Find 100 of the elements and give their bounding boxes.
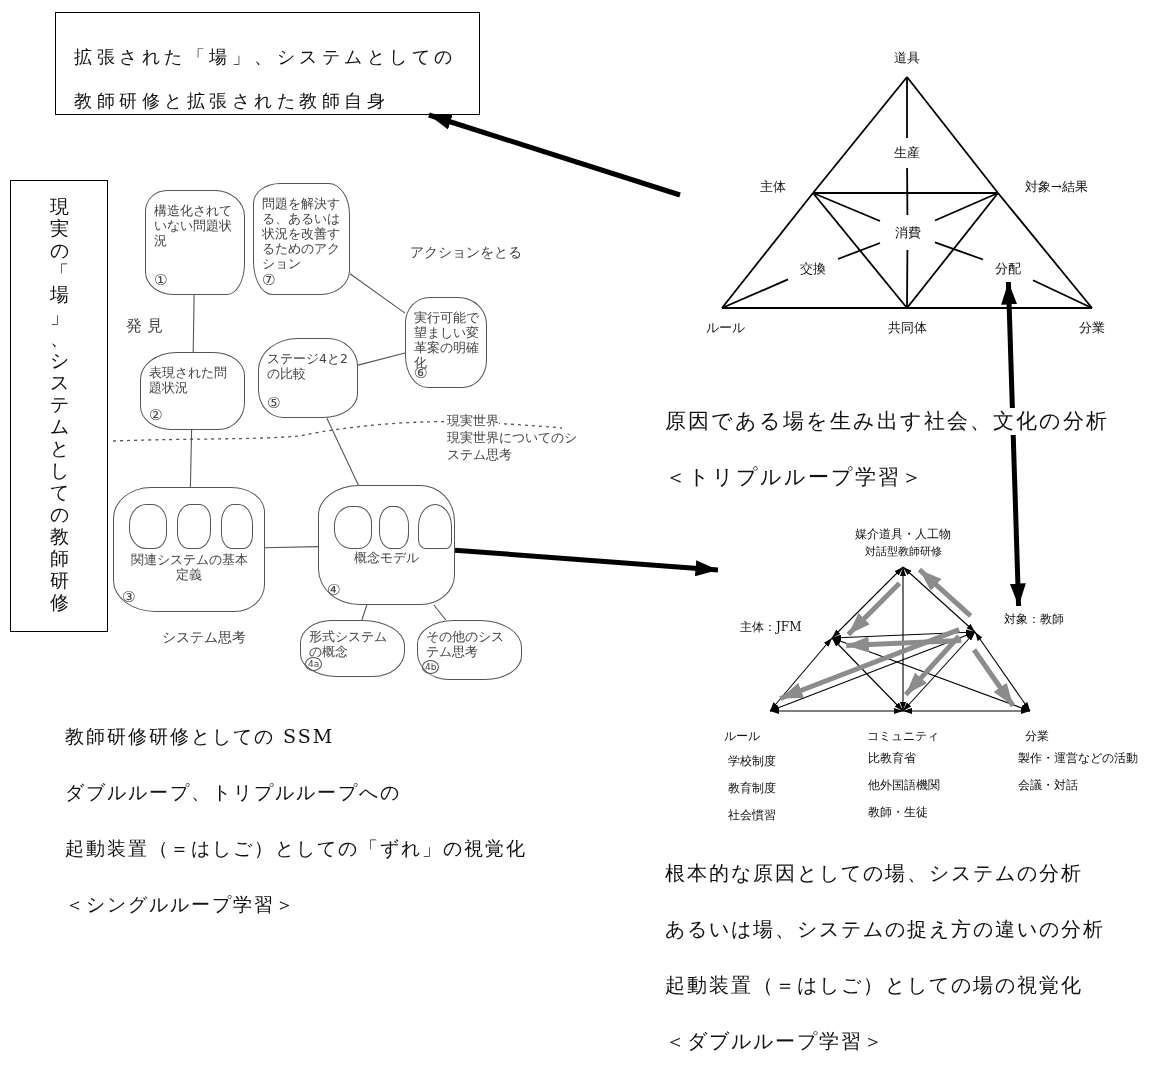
connector-line	[906, 167, 909, 216]
stage-text: 概念モデル	[353, 550, 420, 565]
stage-text: 形式システムの概念	[309, 629, 388, 659]
stage-text: その他のシステム思考	[426, 629, 505, 659]
stage-blob	[318, 485, 455, 605]
list-item: 会議・対話	[1018, 777, 1078, 794]
connector-line	[433, 604, 447, 621]
stage-text: 表現された問題状況	[149, 365, 228, 395]
sub-blob	[177, 504, 211, 549]
label-text: ダブルループ、トリプルループへの	[65, 780, 401, 805]
connector-line	[906, 76, 999, 194]
arrow	[846, 636, 962, 653]
connector-line	[997, 192, 1093, 309]
connector-line	[357, 352, 406, 366]
list-item: 教育制度	[728, 780, 776, 797]
vertex-label: 対象→結果	[1025, 179, 1088, 195]
vertex-label: 消費	[894, 224, 921, 241]
vertex-label: ルール	[705, 320, 745, 336]
stage-number: ①	[154, 271, 168, 289]
stage-number: ③	[122, 588, 136, 606]
vertex-label: 主体：JFM	[740, 619, 802, 635]
label-text: システム思考	[162, 628, 246, 647]
vertex-label: ルール	[724, 728, 760, 743]
vertex-label: 分業	[1079, 320, 1105, 336]
arrow	[971, 648, 1016, 708]
vertex-label: 対象：教師	[1004, 612, 1064, 627]
sub-blob	[334, 506, 372, 549]
stage-number: ④	[327, 581, 341, 599]
box-text: 拡張された「場」、システムとしての教師研修と拡張された教師自身	[74, 45, 458, 113]
connector-line	[326, 417, 359, 486]
list-item: 比教育省	[868, 750, 916, 767]
arrow	[902, 631, 976, 712]
connector-line	[812, 192, 908, 309]
arrow	[1001, 281, 1026, 607]
label-text: 起動装置（＝はしご）としての場の視覚化	[665, 972, 1083, 998]
stage-text: 構造化されていない問題状況	[154, 203, 233, 248]
arrow	[902, 566, 976, 633]
arrow	[769, 708, 904, 714]
label-text: 現実世界	[447, 413, 499, 430]
arrow	[831, 629, 976, 641]
stage-text: 関連システムの基本定義	[130, 552, 248, 582]
stage-blob	[300, 620, 405, 677]
connector-line	[349, 273, 406, 314]
stage-blob	[258, 338, 358, 418]
sub-blob	[379, 506, 409, 549]
connector-line	[812, 192, 881, 222]
connector-line	[906, 249, 909, 309]
vertex-label: コミュニティ	[867, 728, 939, 743]
label-text: 教師研修研修としての SSM	[65, 724, 335, 749]
stage-number: ②	[149, 406, 163, 424]
text-box	[55, 12, 480, 115]
arrow	[831, 637, 904, 712]
vertex-label: 交換	[800, 260, 826, 277]
label-text: 起動装置（＝はしご）としての「ずれ」の視覚化	[65, 836, 527, 861]
label-text: 現実世界についてのシステム思考	[447, 430, 577, 464]
list-item: 学校制度	[728, 753, 776, 770]
list-item: 社会慣習	[728, 807, 776, 824]
connector-line	[934, 241, 984, 261]
connector-line	[361, 604, 368, 621]
stage-text: 問題を解決する、あるいは状況を改善するためのアクション	[262, 196, 341, 271]
text-box	[10, 180, 108, 632]
list-item: 教師・生徒	[868, 804, 928, 821]
connector-line	[812, 76, 908, 194]
vertex-label: 共同体	[887, 320, 927, 336]
arrow	[903, 634, 961, 697]
connector-line	[837, 242, 881, 260]
arrow	[769, 637, 833, 712]
connector-line	[721, 192, 814, 309]
arrow	[428, 112, 681, 198]
sub-blob	[129, 504, 167, 549]
connector-line	[812, 192, 999, 194]
arrow	[917, 567, 973, 618]
vertex-label: 分配	[995, 260, 1021, 277]
arrow	[900, 566, 906, 712]
vertical-text: 現実の「場」、システムとしての教師研修	[49, 195, 69, 615]
connector-line	[189, 429, 193, 488]
list-item: 他外国語機関	[868, 777, 940, 794]
stage-text: ステージ4と2の比較	[267, 351, 349, 381]
connector-line	[721, 307, 908, 309]
stage-blob	[140, 352, 245, 430]
list-item: 製作・運営などの活動	[1018, 750, 1138, 767]
label-text: アクションをとる	[410, 243, 522, 262]
connector-line	[906, 192, 999, 309]
arrow	[454, 547, 719, 577]
stage-blob	[417, 620, 522, 680]
stage-blob	[253, 183, 350, 295]
arrow	[974, 631, 1031, 712]
stage-blob	[113, 487, 265, 612]
stage-number: ⑤	[267, 394, 281, 412]
connector-line	[906, 307, 1093, 309]
arrow	[846, 581, 902, 637]
arrow	[769, 631, 976, 712]
arrow	[902, 708, 1031, 714]
label-text: 根本的な原因としての場、システムの分析	[665, 860, 1083, 886]
vertex-label: 主体	[760, 179, 786, 195]
vertex-heading: 媒介道具・人工物	[855, 526, 951, 543]
vertex-label: 分業	[1025, 728, 1049, 743]
connector-line	[934, 192, 999, 222]
label-text: 原因である場を生み出す社会、文化の分析	[665, 408, 1109, 436]
vertex-label: 生産	[894, 145, 920, 161]
